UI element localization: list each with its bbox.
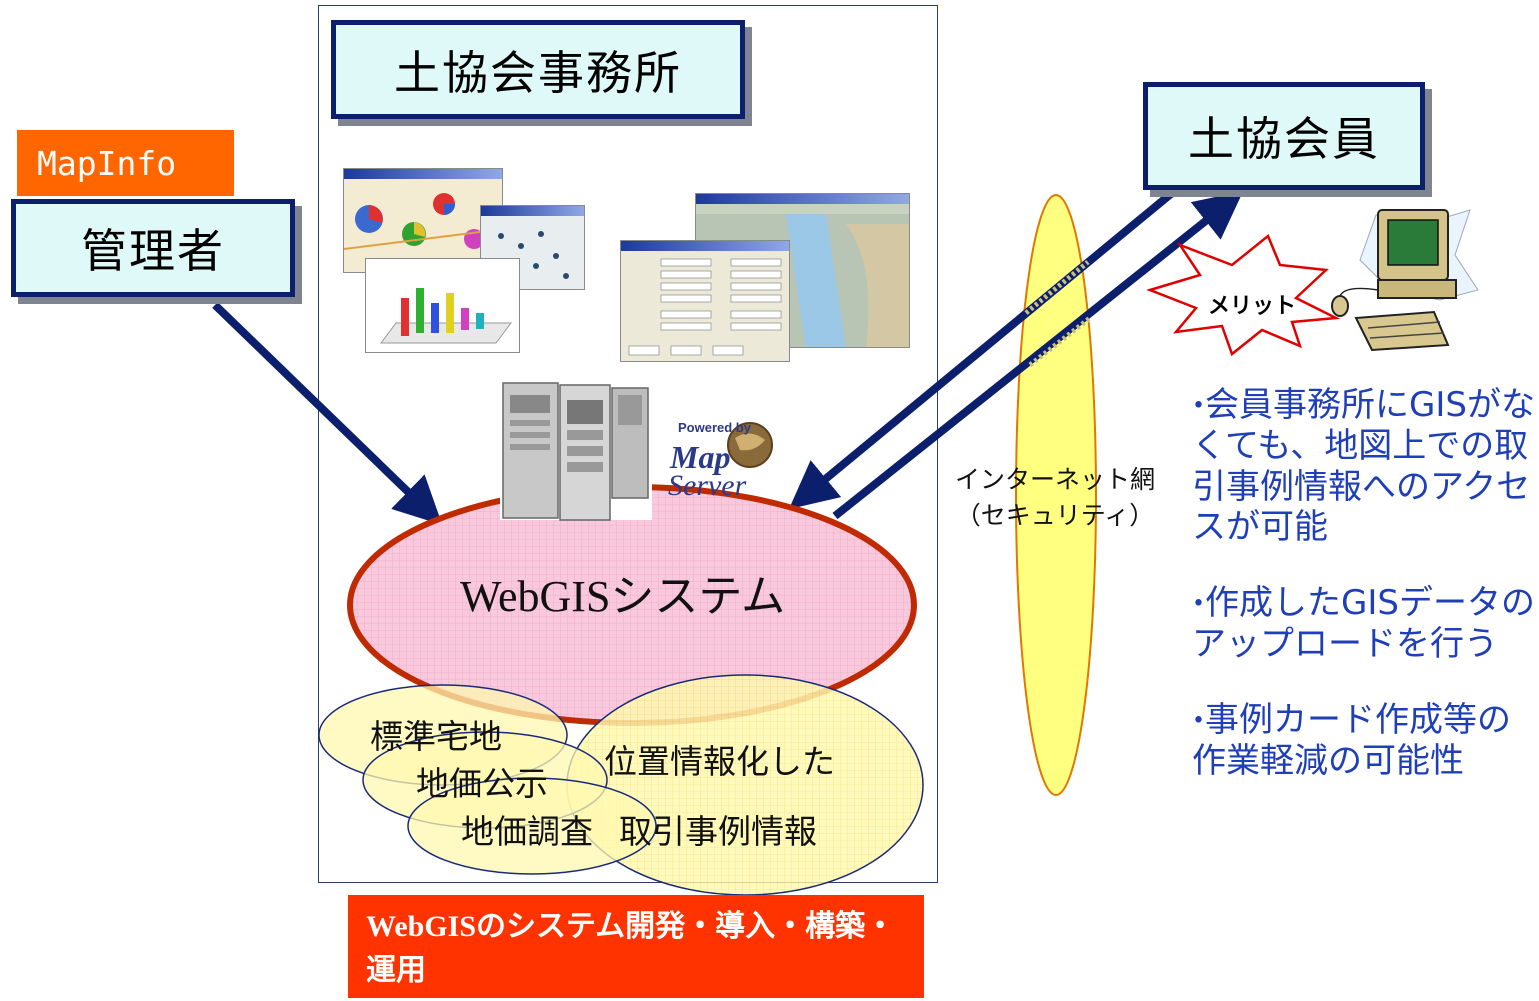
standard-land-label: 標準宅地 (370, 717, 502, 756)
internet-band (1015, 194, 1097, 796)
data-entry-form-thumbnail (620, 240, 790, 362)
benefit-item-3: •事例カード作成等の作業軽減の可能性 (1192, 700, 1539, 782)
benefit-text-1: 会員事務所にGISがなくても、地図上での取引事例情報へのアクセスが可能 (1192, 385, 1535, 548)
benefit-text-2: 作成したGISデータのアップロードを行う (1192, 583, 1535, 664)
admin-title: 管理者 (11, 199, 295, 297)
bullet-icon: • (1192, 393, 1205, 419)
land-price-survey-label: 地価調査 (461, 812, 593, 851)
internet-network-line1: インターネット網 (954, 465, 1155, 494)
internet-network-line2: （セキュリティ） (955, 501, 1155, 531)
office-frame (318, 5, 938, 883)
benefit-item-1: •会員事務所にGISがなくても、地図上での取引事例情報へのアクセスが可能 (1192, 385, 1539, 548)
admin-to-system-arrow (212, 302, 443, 526)
bar-chart-thumbnail (365, 258, 520, 353)
transaction-data-label-line1: 位置情報化した (604, 742, 835, 781)
office-title: 土協会事務所 (331, 20, 745, 119)
mapserver-logo: Powered by Map Server (668, 420, 773, 502)
map-chart-graphic (344, 193, 502, 250)
mapinfo-badge: MapInfo (17, 130, 234, 196)
svg-text:Powered by: Powered by (678, 420, 752, 435)
band-crossing-1 (1024, 260, 1090, 315)
member-to-system-arrow (788, 170, 1198, 510)
webgis-system-label: WebGISシステム (460, 572, 786, 621)
band-crossing-2 (1028, 316, 1092, 367)
merit-starburst (1146, 233, 1341, 357)
svg-text:Map: Map (669, 439, 730, 475)
bullet-icon: • (1192, 591, 1205, 617)
benefit-text-3: 事例カード作成等の作業軽減の可能性 (1192, 700, 1511, 781)
merit-label: メリット (1208, 294, 1297, 319)
transaction-data-label-line2: 取引事例情報 (619, 812, 817, 851)
transaction-data-ellipse (566, 674, 924, 896)
land-price-public-label: 地価公示 (416, 764, 548, 803)
footer-badge: WebGISのシステム開発・導入・構築・運用 (348, 895, 924, 998)
internet-network-label: インターネット網 （セキュリティ） (945, 462, 1165, 535)
bullet-icon: • (1192, 708, 1205, 734)
svg-text:Server: Server (668, 469, 747, 502)
member-title: 土協会員 (1143, 82, 1425, 190)
benefit-item-2: •作成したGISデータのアップロードを行う (1192, 583, 1539, 665)
system-to-member-arrow (832, 191, 1244, 520)
computer-illustration (1331, 209, 1479, 352)
server-illustration (500, 382, 652, 521)
land-price-survey-ellipse (407, 777, 657, 875)
gis-map-thumbnail-1 (343, 168, 503, 273)
